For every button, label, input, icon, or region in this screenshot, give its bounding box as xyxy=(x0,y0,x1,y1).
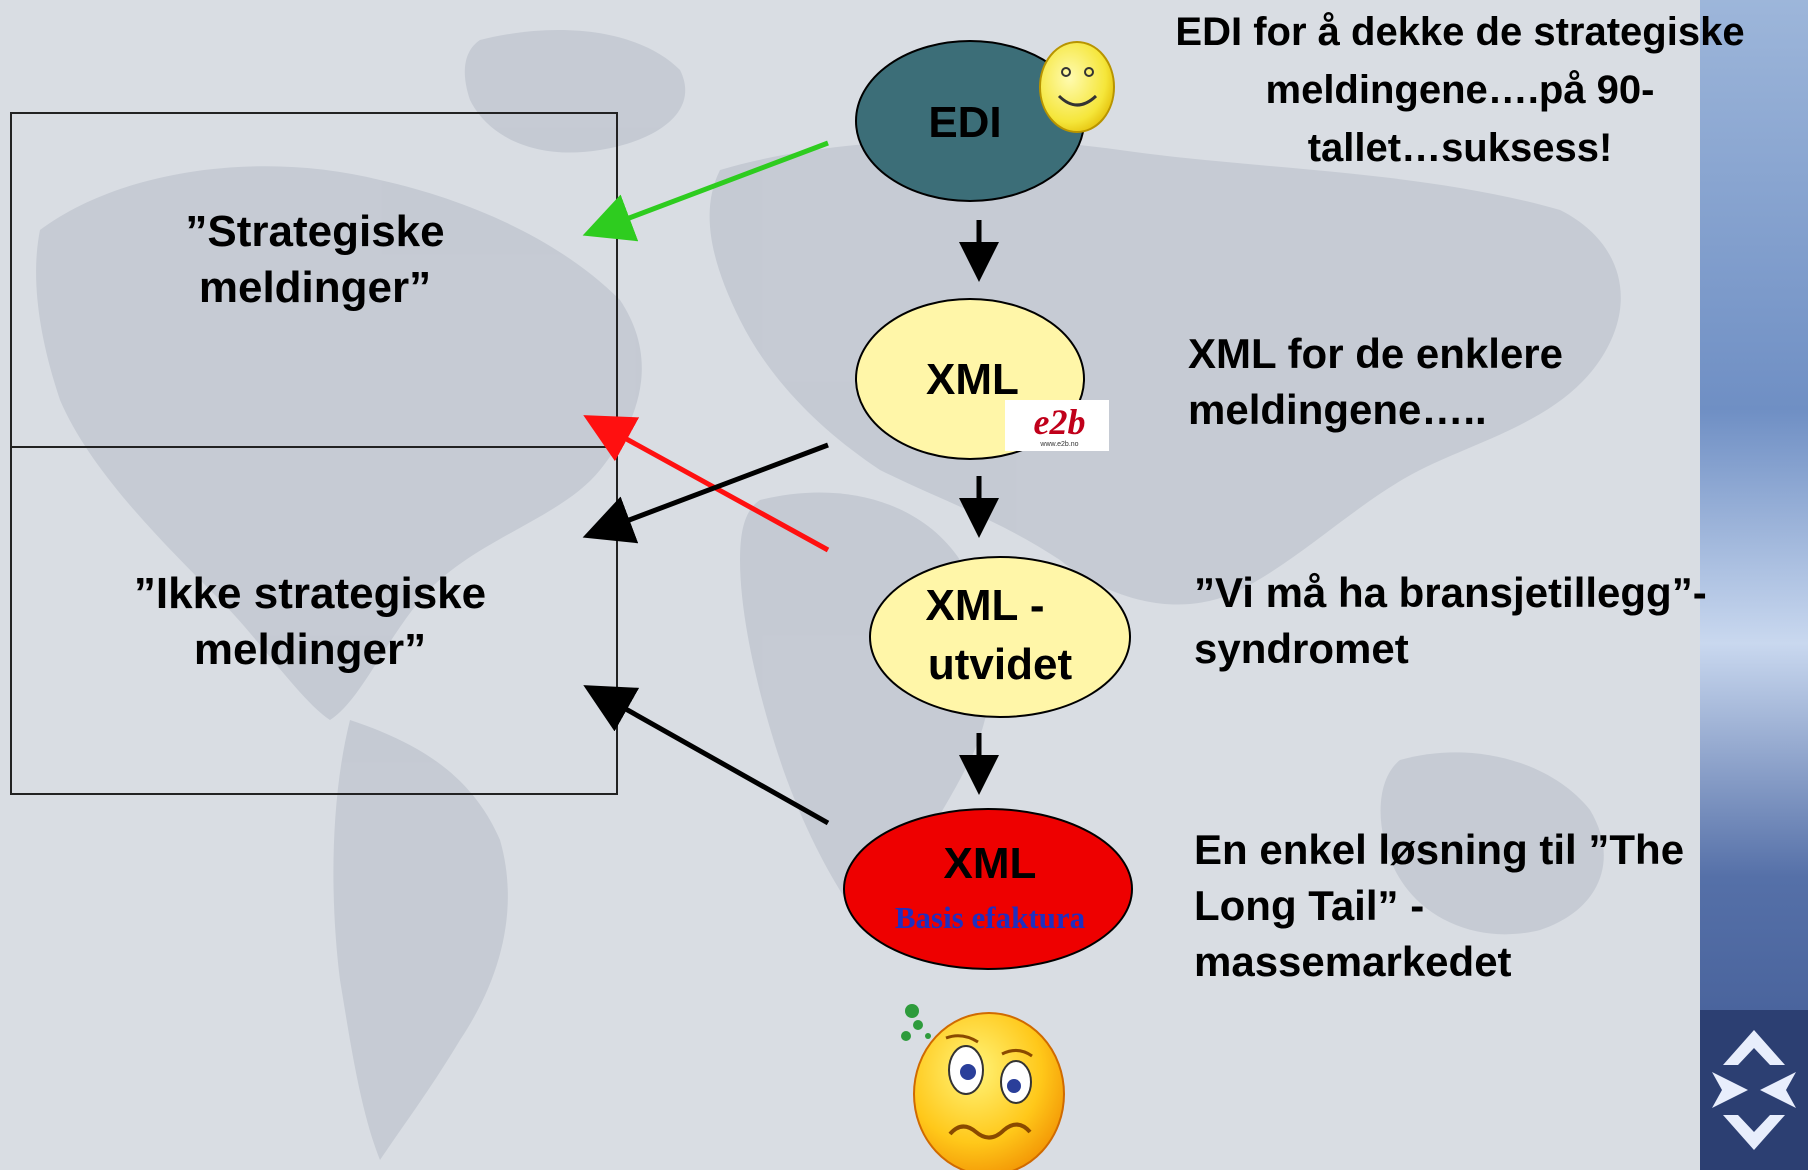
e2b-logo-url: www.e2b.no xyxy=(1040,441,1079,448)
edi-node-label: EDI xyxy=(928,98,1002,147)
strategic-label: ”Strategiske meldinger” xyxy=(185,207,445,312)
xml-basis-sub-label: Basis efaktura xyxy=(894,900,1086,935)
xml-extended-label-2: utvidet xyxy=(927,640,1073,689)
xml-basis-node xyxy=(843,808,1133,970)
xml-extended-label-1: XML - xyxy=(925,581,1045,630)
black-arrow-basis xyxy=(583,685,830,826)
basis-desc-line-1: En enkel løsning til ”The xyxy=(1194,826,1685,873)
xml-node-label: XML xyxy=(926,355,1019,404)
edi-desc-line-1: EDI for å dekke de strategiske xyxy=(1175,10,1745,54)
ext-desc-line-2: syndromet xyxy=(1194,625,1409,672)
xml-desc-line-2: meldingene….. xyxy=(1188,386,1487,433)
happy-smiley-icon xyxy=(1039,41,1115,133)
logo-mark xyxy=(1712,1030,1796,1150)
e2b-logo-icon xyxy=(1005,400,1109,451)
basis-desc-line-3: massemarkedet xyxy=(1194,938,1512,985)
black-arrow-xml xyxy=(582,442,829,544)
aurora-strip xyxy=(1700,0,1808,1170)
edi-desc-line-2: meldingene….på 90- xyxy=(1265,68,1655,112)
xml-extended-node xyxy=(869,556,1131,718)
e2b-logo-text: e2b xyxy=(1033,402,1086,442)
edi-desc-line-3: tallet…suksess! xyxy=(1307,126,1613,170)
ext-desc-line-1: ”Vi må ha bransjetillegg”- xyxy=(1194,569,1707,616)
xml-desc-line-1: XML for de enklere xyxy=(1188,330,1564,377)
green-arrow xyxy=(582,140,829,242)
xml-basis-label: XML xyxy=(943,839,1037,888)
confused-smiley-icon xyxy=(901,1004,1065,1170)
basis-desc-line-2: Long Tail” - xyxy=(1194,882,1425,929)
non-strategic-label: ”Ikke strategiske meldinger” xyxy=(133,569,487,674)
non-strategic-box xyxy=(10,446,618,795)
red-arrow xyxy=(583,415,830,553)
